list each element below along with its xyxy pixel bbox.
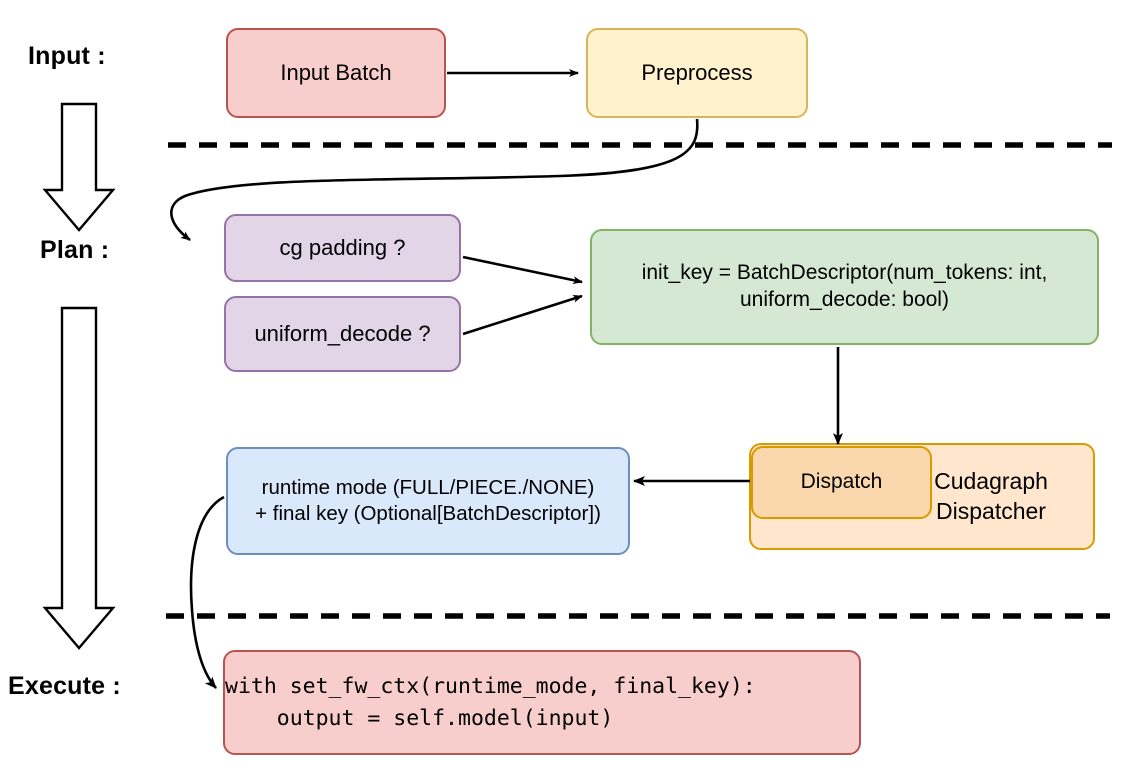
- node-uniform-decode[interactable]: uniform_decode ?: [224, 296, 461, 372]
- execute-code-line-1: with set_fw_ctx(runtime_mode, final_key)…: [225, 674, 756, 700]
- node-cg-padding[interactable]: cg padding ?: [224, 214, 461, 282]
- stage-label-execute: Execute :: [8, 672, 121, 700]
- edge-cg-padding-to-init-key: [462, 255, 583, 285]
- stage-label-plan: Plan :: [40, 236, 110, 264]
- stage-label-input: Input :: [28, 42, 106, 70]
- block-arrow-input-to-plan: [42, 102, 116, 232]
- node-dispatch[interactable]: Dispatch: [751, 446, 932, 519]
- node-execute-code[interactable]: with set_fw_ctx(runtime_mode, final_key)…: [223, 650, 861, 755]
- execute-code-line-2: output = self.model(input): [225, 705, 614, 731]
- block-arrow-plan-to-execute: [42, 306, 116, 650]
- node-input-batch[interactable]: Input Batch: [226, 28, 446, 118]
- edge-runtime-mode-to-execute: [189, 495, 225, 689]
- node-runtime-mode[interactable]: runtime mode (FULL/PIECE./NONE) + final …: [226, 447, 630, 555]
- node-preprocess[interactable]: Preprocess: [586, 28, 808, 118]
- node-init-key[interactable]: init_key = BatchDescriptor(num_tokens: i…: [590, 229, 1099, 345]
- edge-uniform-decode-to-init-key: [462, 294, 583, 336]
- cudagraph-dispatcher-label: Cudagraph Dispatcher: [934, 468, 1048, 524]
